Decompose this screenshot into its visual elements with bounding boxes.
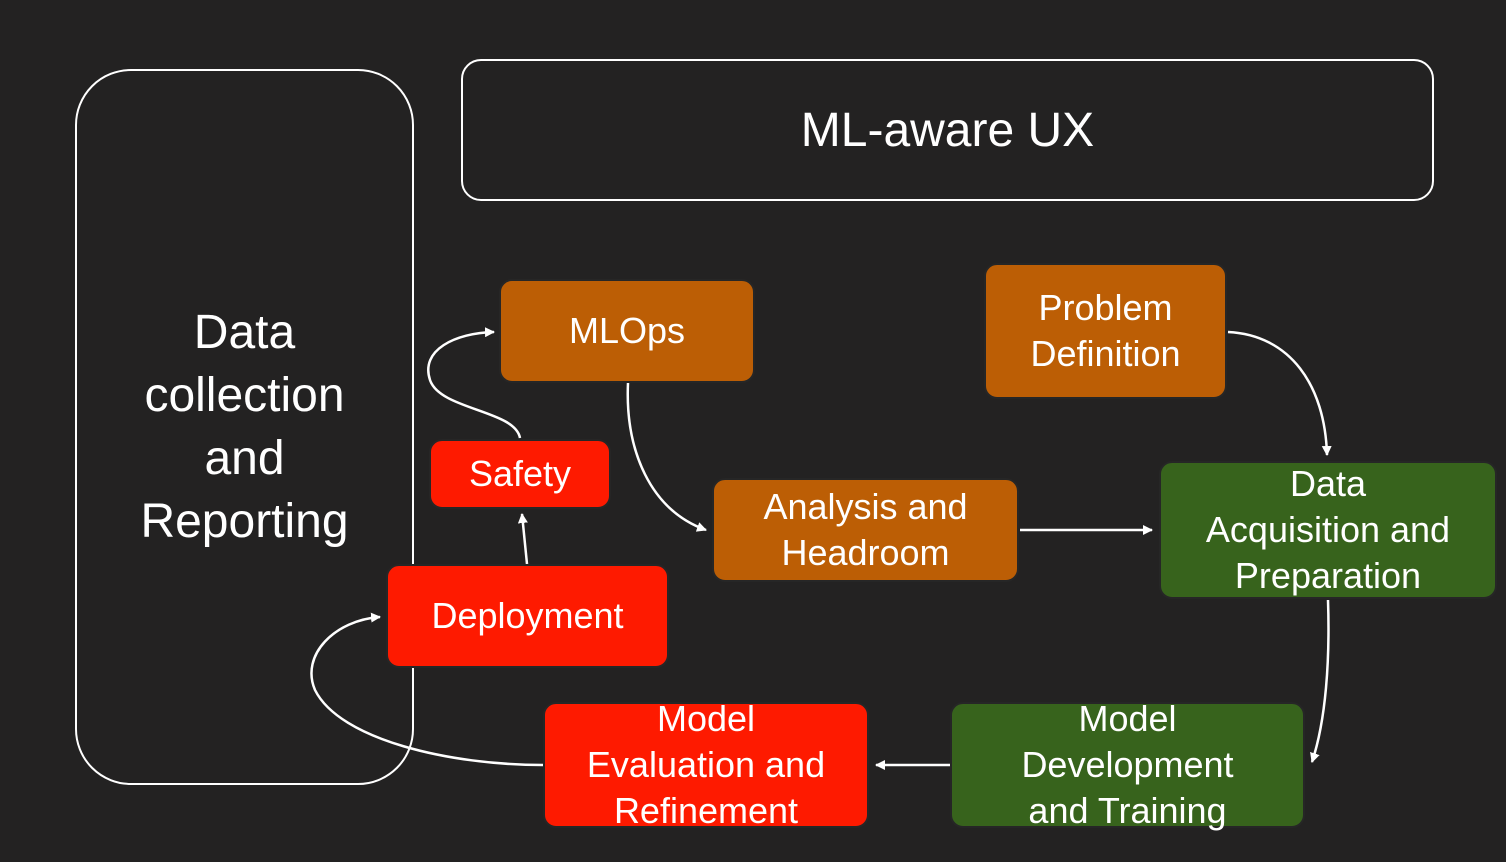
mlops-node: MLOps — [499, 279, 755, 383]
model-development-node: Model Development and Training — [950, 698, 1305, 831]
ml-aware-ux-label: ML-aware UX — [800, 103, 1095, 157]
problem-definition-node: Problem Definition — [984, 263, 1227, 399]
problem-definition-label: Problem Definition — [1030, 287, 1181, 374]
deployment-node: Deployment — [386, 564, 669, 668]
arrow-problem-to-data — [1227, 330, 1332, 456]
mlops-label: MLOps — [568, 310, 686, 351]
data-acquisition-node: Data Acquisition and Preparation — [1159, 461, 1497, 599]
analysis-headroom-node: Analysis and Headroom — [712, 478, 1019, 582]
model-development-label: Model Development and Training — [1021, 698, 1234, 831]
arrow-mlops-to-analysis — [626, 382, 707, 532]
safety-label: Safety — [468, 453, 572, 494]
model-evaluation-node: Model Evaluation and Refinement — [543, 698, 869, 831]
ml-aware-ux-container: ML-aware UX — [461, 59, 1434, 201]
arrow-deploy-to-safety — [517, 513, 529, 565]
arrow-data-to-model-dev — [1310, 599, 1330, 763]
model-evaluation-label: Model Evaluation and Refinement — [586, 698, 826, 831]
deployment-label: Deployment — [431, 595, 624, 636]
data-collection-label: Data collection and Reporting — [140, 306, 349, 548]
data-acquisition-label: Data Acquisition and Preparation — [1205, 463, 1451, 596]
analysis-headroom-label: Analysis and Headroom — [763, 486, 968, 573]
safety-node: Safety — [429, 439, 611, 509]
data-collection-container: Data collection and Reporting — [75, 69, 414, 785]
